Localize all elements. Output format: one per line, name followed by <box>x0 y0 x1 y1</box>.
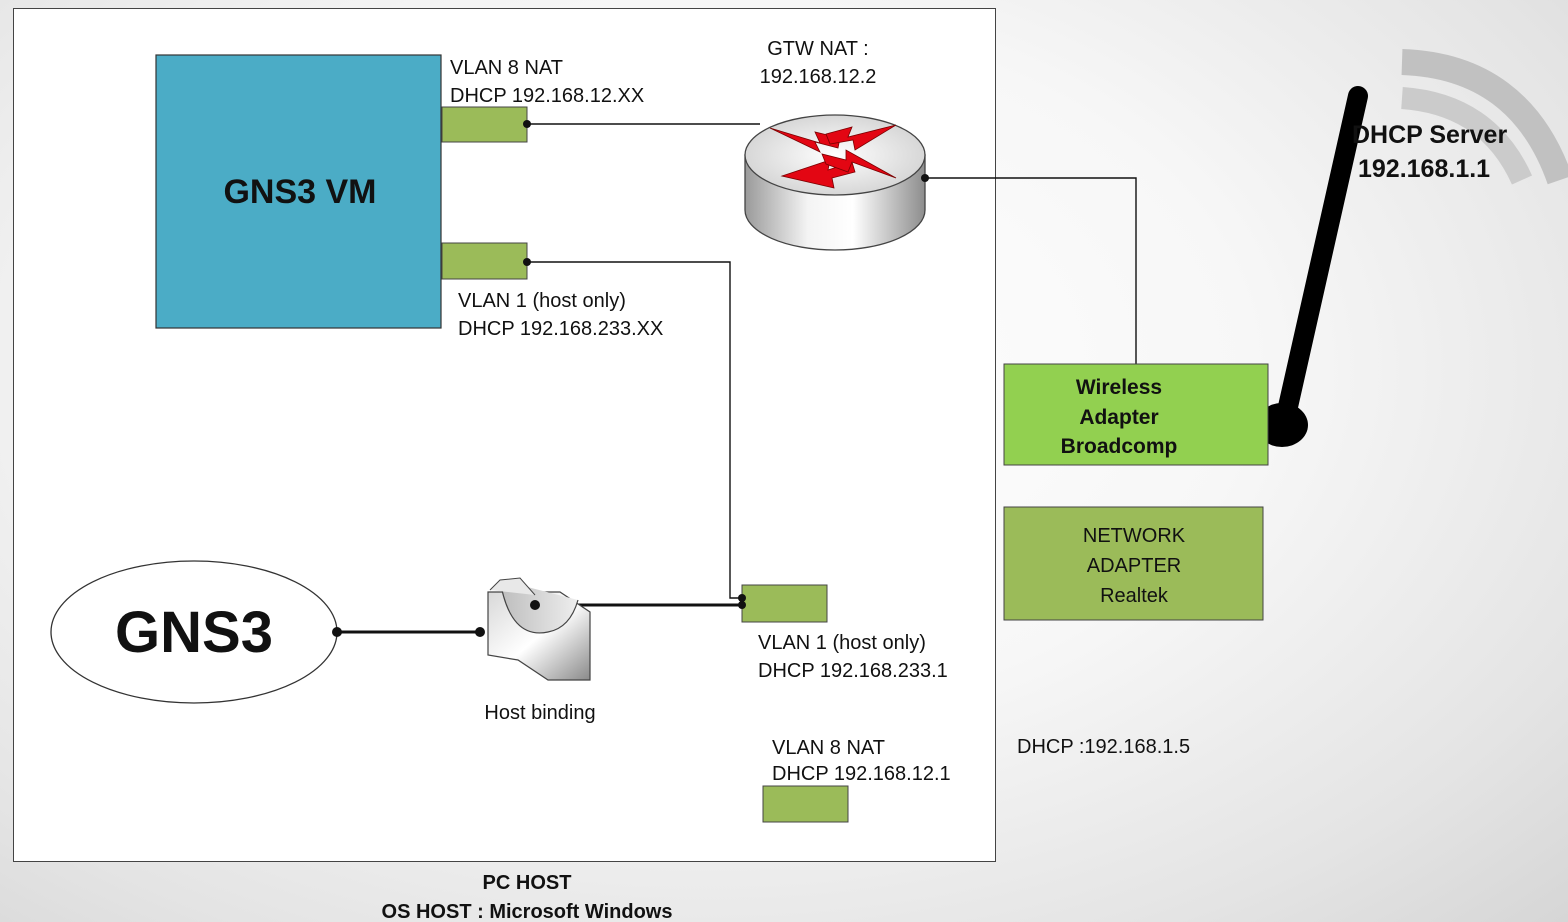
network-adapter-box <box>1003 506 1264 621</box>
link-vm-vlan1-to-host-vlan1 <box>527 261 742 599</box>
host-port-vlan8 <box>762 785 849 823</box>
network-adapter-line1: NETWORK <box>1083 525 1186 547</box>
network-adapter-line2: ADAPTER <box>1087 555 1181 577</box>
connection-lines <box>527 123 1137 599</box>
port-dot <box>738 601 746 609</box>
gns3-vm-label: GNS3 VM <box>223 173 376 211</box>
vm-vlan1-line1: VLAN 1 (host only) <box>458 290 626 312</box>
wireless-adapter-line1: Wireless <box>1076 376 1162 399</box>
port-dot <box>475 627 485 637</box>
wireless-adapter-line3: Broadcomp <box>1061 435 1178 458</box>
wireless-adapter-line2: Adapter <box>1079 406 1158 429</box>
port-dot <box>738 594 746 602</box>
vm-port-vlan8 <box>441 106 528 143</box>
port-dot <box>332 627 342 637</box>
port-dot <box>523 258 531 266</box>
wireless-adapter-box <box>1003 363 1269 466</box>
wireless-dhcp-label: DHCP :192.168.1.5 <box>1017 736 1190 758</box>
vm-vlan8-line2: DHCP 192.168.12.XX <box>450 85 644 107</box>
port-dot <box>523 120 531 128</box>
wireless-signal-icon <box>1401 49 1568 185</box>
host-vlan1-line1: VLAN 1 (host only) <box>758 632 926 654</box>
port-dot <box>530 600 540 610</box>
link-gateway-to-wireless <box>925 177 1137 364</box>
port-dot <box>921 174 929 182</box>
gateway-line1: GTW NAT : <box>767 38 868 60</box>
gns3-vm-box <box>155 54 442 329</box>
gns3-app-label: GNS3 <box>115 600 273 665</box>
host-binding-label: Host binding <box>484 702 595 724</box>
host-vlan1-line2: DHCP 192.168.233.1 <box>758 660 948 682</box>
host-binding-icon <box>487 577 591 681</box>
host-vlan8-line1: VLAN 8 NAT <box>772 737 885 759</box>
pc-host-os: OS HOST : Microsoft Windows <box>382 901 673 922</box>
host-port-vlan1 <box>741 584 828 623</box>
pc-host-title: PC HOST <box>483 872 572 894</box>
router-icon <box>744 114 926 251</box>
gateway-line2: 192.168.12.2 <box>760 66 877 88</box>
network-adapter-line3: Realtek <box>1100 585 1169 607</box>
antenna-icon <box>1256 86 1368 447</box>
vm-vlan1-line2: DHCP 192.168.233.XX <box>458 318 663 340</box>
dhcp-server-line1: DHCP Server <box>1352 121 1507 149</box>
vm-port-vlan1 <box>441 242 528 280</box>
vm-vlan8-line1: VLAN 8 NAT <box>450 57 563 79</box>
dhcp-server-line2: 192.168.1.1 <box>1358 155 1490 183</box>
host-vlan8-line2: DHCP 192.168.12.1 <box>772 763 951 785</box>
